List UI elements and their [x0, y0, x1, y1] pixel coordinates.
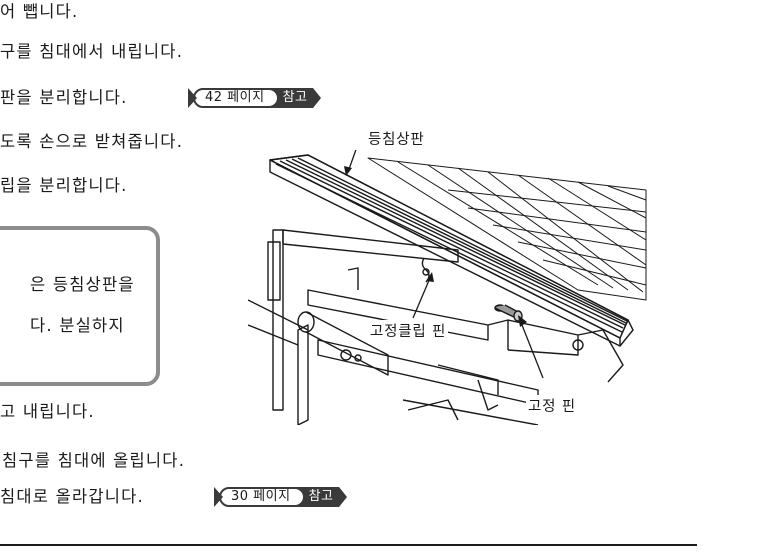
step-text-1: 어 뺍니다.: [0, 2, 79, 21]
bottom-divider: [0, 544, 697, 546]
label-clip-pin: 고정클립 핀: [368, 320, 449, 341]
chevron-right-icon: [313, 88, 322, 108]
page-reference-42[interactable]: 42 페이지 참고: [188, 88, 322, 108]
frame-bars: [248, 229, 624, 425]
back-board: [269, 154, 634, 347]
caution-note-box: 은 등침상판을 다. 분실하지: [0, 226, 160, 386]
leader-lines: [347, 150, 544, 379]
step-text-10: 침대로 올라갑니다.: [0, 487, 144, 506]
reference-label: 참고: [294, 487, 340, 507]
page-number: 42 페이지: [193, 88, 279, 108]
step-text-8: 고 내립니다.: [0, 402, 95, 421]
chevron-right-icon: [339, 487, 348, 507]
fix-pin: [494, 304, 523, 322]
note-line-1: 은 등침상판을: [30, 275, 135, 294]
chevron-right-icon: [214, 487, 223, 507]
label-fix-pin: 고정 핀: [526, 395, 578, 416]
mesh-panel: [367, 157, 647, 301]
step-text-2: 구를 침대에서 내립니다.: [0, 42, 184, 61]
step-text-4: 도록 손으로 받쳐줍니다.: [0, 132, 184, 151]
step-text-3: 판을 분리합니다.: [0, 88, 128, 107]
step-text-9: 침구를 침대에 올립니다.: [2, 451, 186, 470]
chevron-right-icon: [188, 88, 197, 108]
step-text-5: 립을 분리합니다.: [0, 176, 128, 195]
note-line-2: 다. 분실하지: [30, 316, 125, 335]
page-number: 30 페이지: [219, 487, 305, 507]
bed-frame-illustration: [248, 150, 647, 425]
page-reference-30[interactable]: 30 페이지 참고: [214, 487, 348, 507]
label-back-board: 등침상판: [366, 128, 427, 149]
reference-label: 참고: [268, 88, 314, 108]
